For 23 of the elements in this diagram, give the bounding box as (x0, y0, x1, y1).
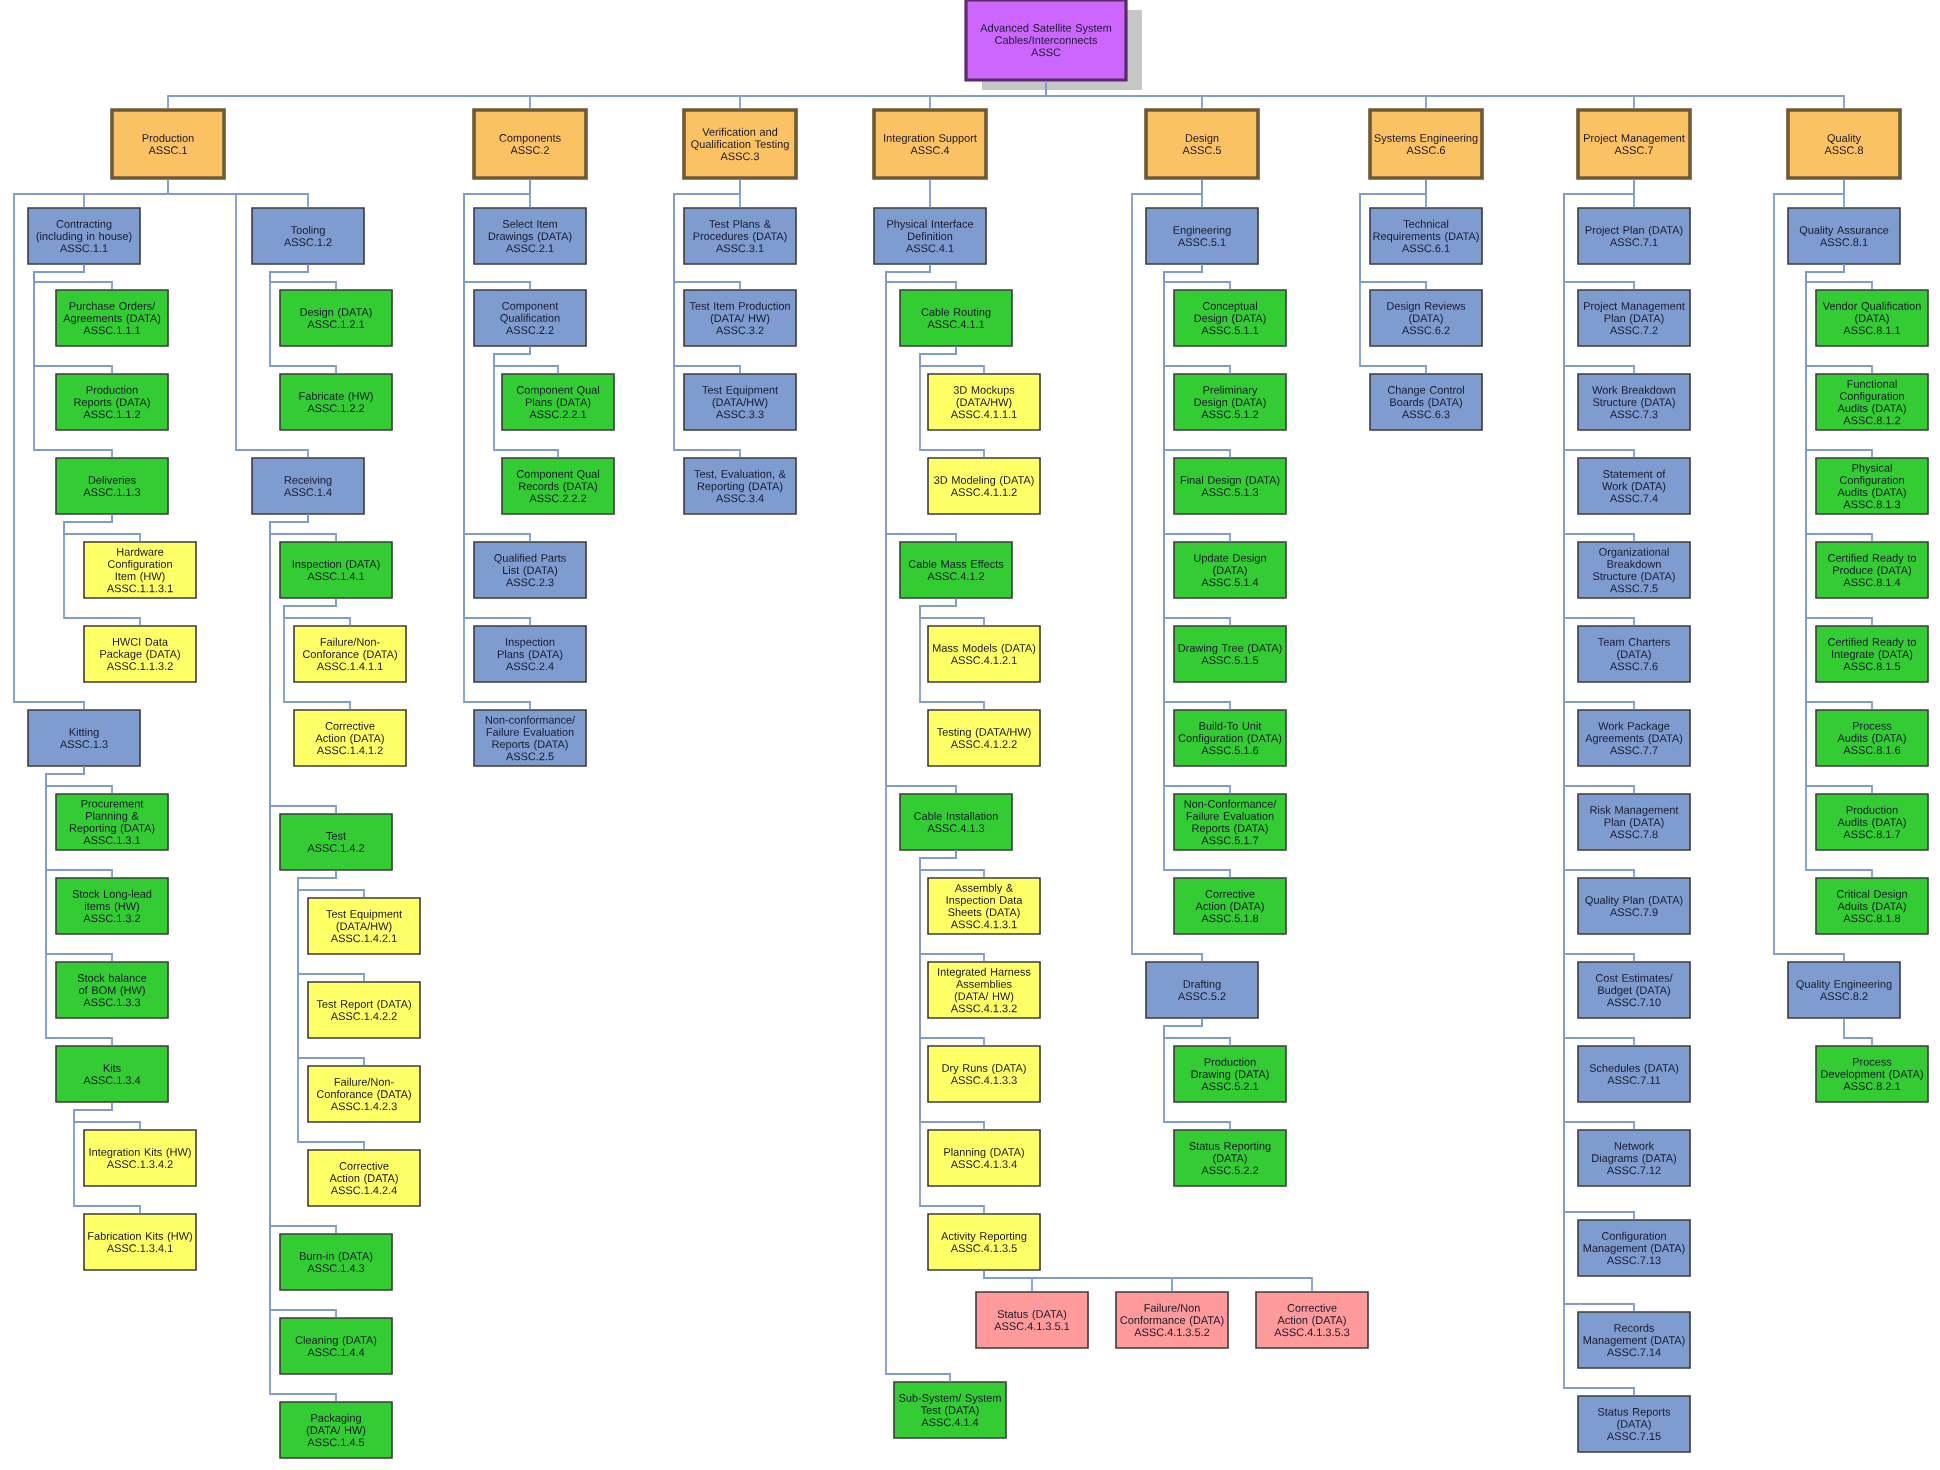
connector-line (73, 1101, 141, 1215)
connector-line (297, 869, 365, 1151)
connector-line (1843, 1017, 1873, 1047)
connector-line (45, 765, 113, 1047)
connector-line (283, 597, 351, 711)
connector-line (673, 178, 741, 459)
connector-line (1359, 178, 1427, 375)
connector-line (885, 263, 951, 1383)
connector-line (1163, 1017, 1231, 1131)
connector-line (493, 345, 559, 459)
connector-line (929, 178, 931, 209)
connector-line (463, 178, 531, 711)
connector-line (167, 178, 309, 459)
connector-line (1045, 80, 1845, 110)
connector-line (919, 597, 985, 711)
connector-line (919, 345, 985, 459)
connector-line (1773, 178, 1845, 963)
connector-line (1131, 178, 1203, 963)
connector-line (269, 263, 337, 375)
connector-line (33, 263, 113, 459)
connector-line (983, 1269, 1313, 1293)
connector-line (919, 849, 985, 1215)
connector-line (63, 513, 141, 627)
